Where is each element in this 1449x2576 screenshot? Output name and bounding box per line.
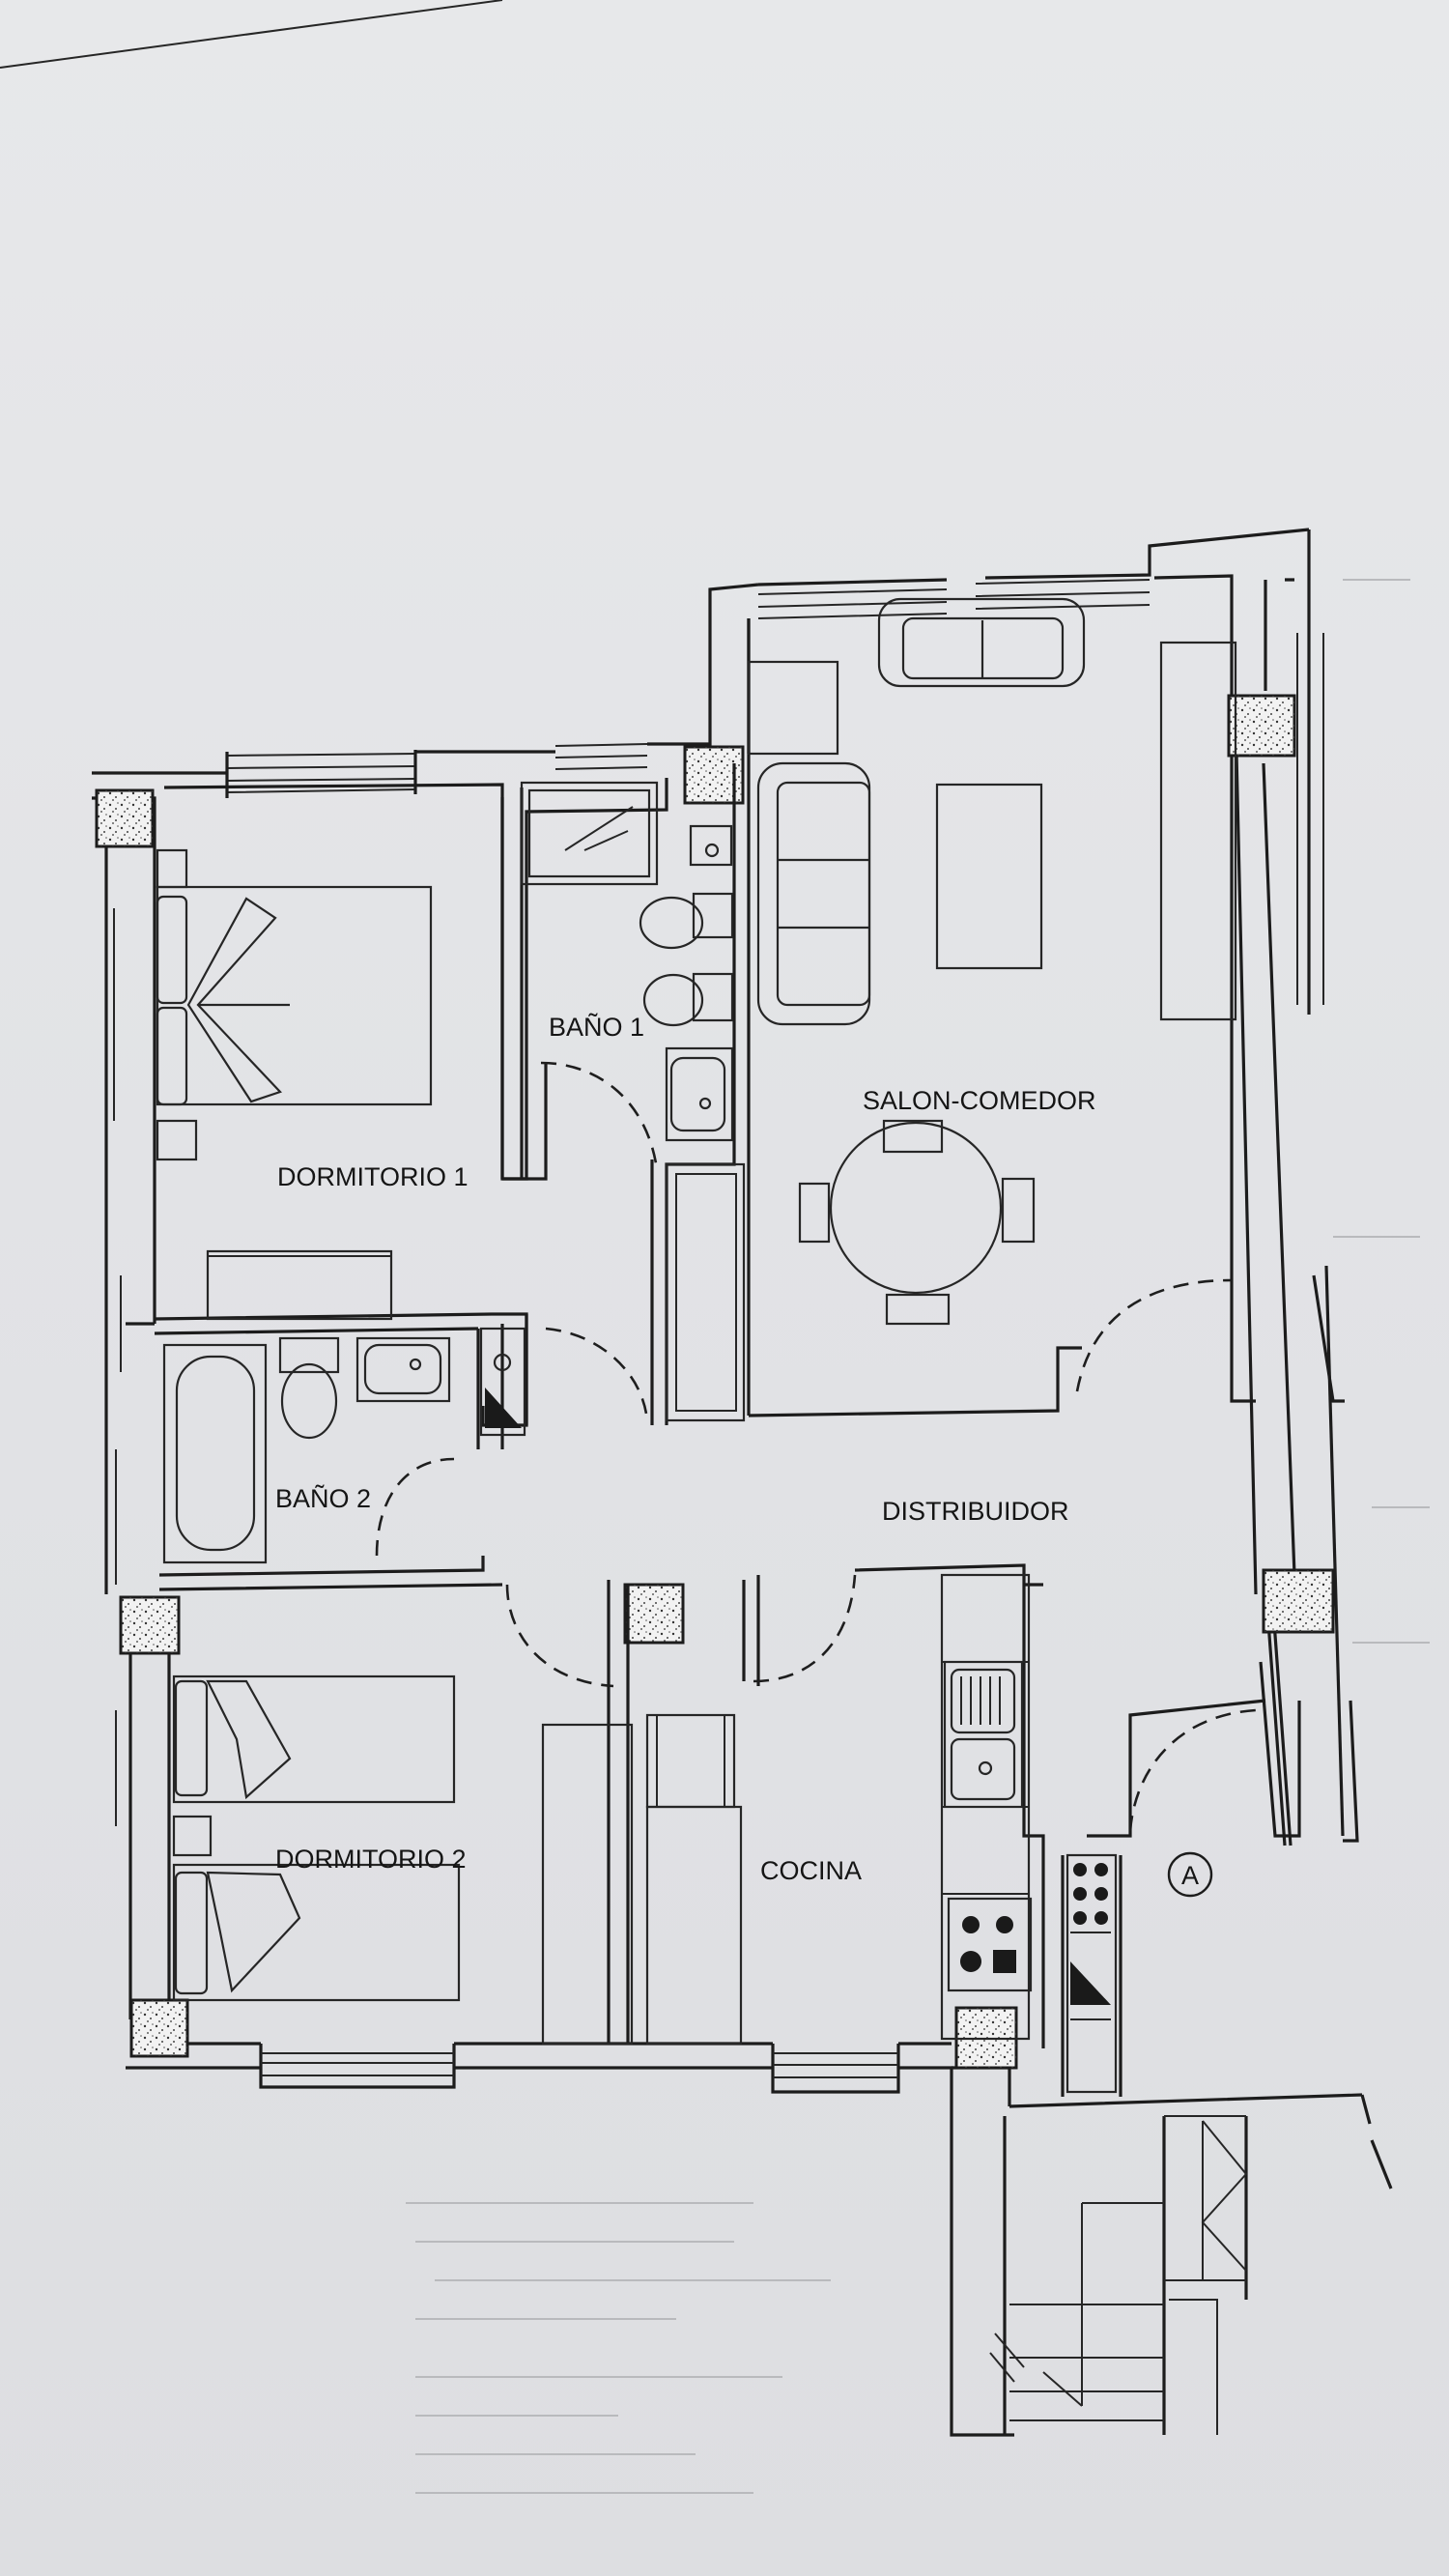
- single-bed-b: [172, 1863, 461, 2002]
- closet-distributor: [665, 1162, 746, 1422]
- exterior-walls: [92, 528, 1393, 2437]
- label-dormitorio-2: DORMITORIO 2: [275, 1845, 467, 1874]
- label-bano-2: BAÑO 2: [275, 1483, 371, 1513]
- room-labels: DORMITORIO 1 BAÑO 1 SALON-COMEDOR BAÑO 2…: [275, 1012, 1096, 1885]
- single-bed-a: [172, 1674, 456, 1804]
- coffee-table: [935, 783, 1043, 970]
- sheet-edge: [0, 0, 1430, 1644]
- label-salon-comedor: SALON-COMEDOR: [863, 1086, 1096, 1115]
- dresser-1: [206, 1249, 393, 1321]
- label-bano-1: BAÑO 1: [549, 1012, 644, 1042]
- cooktop: [947, 1897, 1033, 1992]
- two-seat-sofa: [877, 597, 1086, 688]
- staircase: [406, 2115, 1248, 2494]
- tv-unit: [1159, 641, 1237, 1021]
- door-swings: [375, 1061, 1257, 1832]
- furniture: [156, 597, 1237, 2097]
- dining-table: [798, 1119, 1036, 1326]
- washbasin-2: [355, 1336, 451, 1403]
- entrance-marker: A: [1167, 1851, 1213, 1898]
- shower-tray: [520, 781, 659, 886]
- wardrobe-2: [541, 1723, 634, 2046]
- water-heater: [479, 1327, 526, 1437]
- toilet-2: [278, 1336, 340, 1440]
- three-seat-sofa: [756, 761, 871, 1026]
- structural-pillars: [95, 694, 1335, 2070]
- mini-sink: [689, 824, 733, 867]
- toilet-1: [639, 892, 734, 950]
- armchair: [747, 660, 839, 756]
- label-dormitorio-1: DORMITORIO 1: [277, 1162, 469, 1191]
- washbasin-1: [665, 1046, 734, 1142]
- label-cocina: COCINA: [760, 1856, 862, 1885]
- entrance-marker-letter: A: [1181, 1861, 1199, 1890]
- label-distribuidor: DISTRIBUIDOR: [882, 1497, 1069, 1526]
- interior-walls: [154, 618, 1266, 2048]
- bidet-1: [642, 972, 734, 1027]
- appliance-column: [1065, 1853, 1118, 2094]
- fridge-column: [645, 1713, 736, 1809]
- double-bed-1: [156, 848, 433, 1161]
- bathtub: [162, 1343, 268, 1564]
- kitchen-sink: [943, 1660, 1024, 1809]
- counter-left: [645, 1805, 743, 2046]
